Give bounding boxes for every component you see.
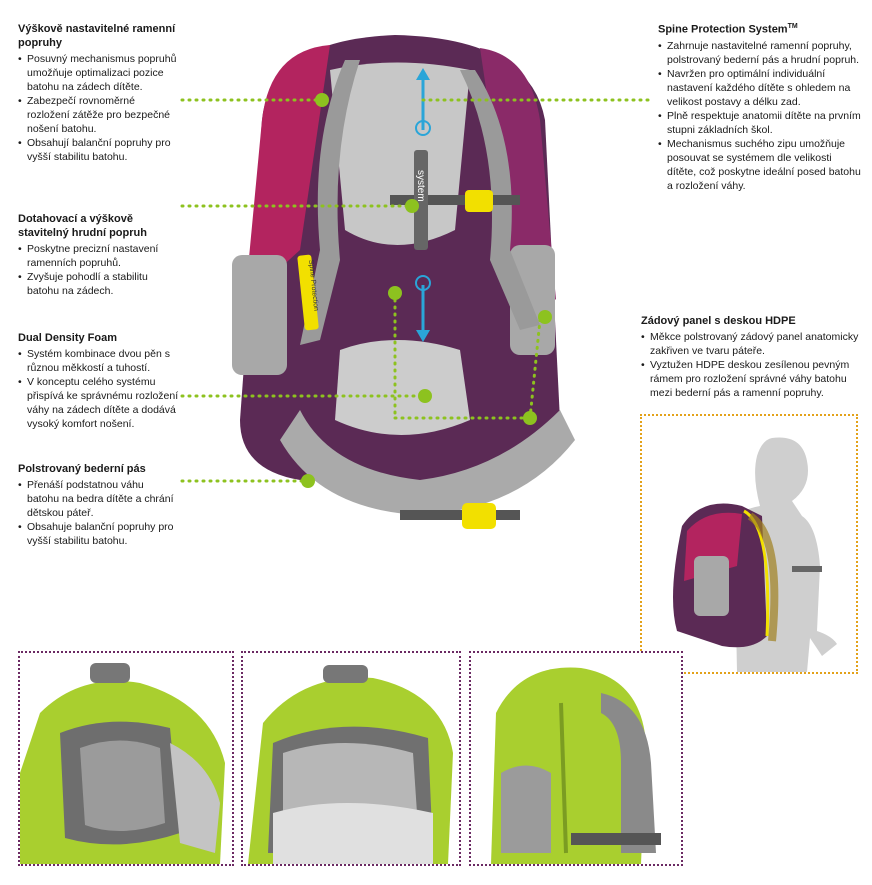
- feature-item: Vyztužen HDPE deskou zesílenou pevným rá…: [641, 358, 863, 400]
- feature-chest-strap: Dotahovací a výškově stavitelný hrudní p…: [18, 212, 178, 298]
- photo-front-pocket: [241, 651, 461, 866]
- feature-back-panel-hdpe: Zádový panel s deskou HDPE Měkce polstro…: [641, 314, 863, 400]
- feature-item: Obsahují balanční popruhy pro vyšší stab…: [18, 136, 178, 164]
- feature-title: Polstrovaný bederní pás: [18, 463, 146, 475]
- feature-item: Obsahuje balanční popruhy pro vyšší stab…: [18, 520, 178, 548]
- feature-item: Zabezpečí rovnoměrné rozložení zátěže pr…: [18, 94, 178, 136]
- photo-main-compartment: [18, 651, 234, 866]
- hip-buckle: [462, 503, 496, 529]
- backpack-back-view: Spine Protection system: [232, 35, 575, 529]
- feature-item: Posuvný mechanismus popruhů umožňuje opt…: [18, 52, 178, 94]
- feature-item: V konceptu celého systému přispívá ke sp…: [18, 375, 180, 431]
- feature-hip-belt: Polstrovaný bederní pás Přenáší podstatn…: [18, 462, 178, 548]
- feature-title: Dotahovací a výškově stavitelný hrudní p…: [18, 213, 147, 239]
- spine-label: system: [415, 170, 426, 202]
- back-panel-lower: [335, 340, 470, 435]
- feature-item: Poskytne precizní nastavení ramenních po…: [18, 242, 178, 270]
- trademark-mark: TM: [787, 23, 798, 30]
- hip-belt: [280, 410, 575, 515]
- feature-item: Měkce polstrovaný zádový panel anatomick…: [641, 330, 863, 358]
- feature-title: Výškově nastavitelné ramenní popruhy: [18, 23, 176, 49]
- feature-item: Mechanismus suchého zipu umožňuje posouv…: [658, 137, 863, 193]
- feature-item: Navržen pro optimální individuální nasta…: [658, 67, 863, 109]
- feature-spine-protection-system: Spine Protection SystemTM Zahrnuje nasta…: [658, 20, 863, 193]
- chest-buckle: [465, 190, 493, 212]
- feature-item: Zvyšuje pohodlí a stabilitu batohu na zá…: [18, 270, 178, 298]
- feature-shoulder-straps: Výškově nastavitelné ramenní popruhy Pos…: [18, 22, 178, 164]
- feature-title: Zádový panel s deskou HDPE: [641, 315, 796, 327]
- plus-icon: [415, 120, 431, 136]
- spine-panel-outline: [743, 509, 770, 637]
- feature-item: Systém kombinace dvou pěn s různou měkko…: [18, 347, 180, 375]
- shoulder-strap-left: [300, 60, 360, 345]
- feature-item: Zahrnuje nastavitelné ramenní popruhy, p…: [658, 39, 863, 67]
- feature-item: Plně respektuje anatomii dítěte na první…: [658, 109, 863, 137]
- feature-title: Dual Density Foam: [18, 332, 118, 344]
- callout-dots: [301, 93, 552, 488]
- photo-side-view: [469, 651, 683, 866]
- feature-item: Přenáší podstatnou váhu batohu na bedra …: [18, 478, 178, 520]
- feature-title: Spine Protection System: [658, 23, 788, 36]
- minus-icon: [415, 275, 431, 291]
- chest-strap: [390, 195, 520, 205]
- callout-lines: [180, 98, 652, 483]
- side-profile-photo: [640, 414, 858, 674]
- feature-dual-density-foam: Dual Density Foam Systém kombinace dvou …: [18, 331, 180, 431]
